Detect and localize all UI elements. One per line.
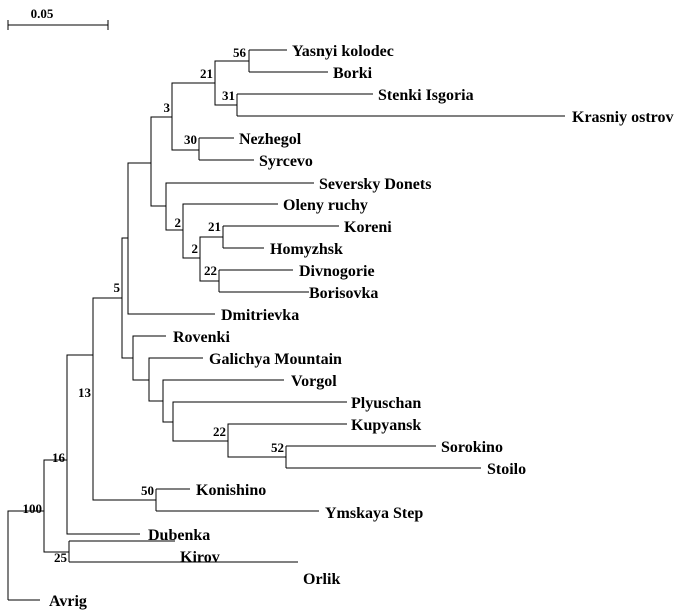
branch-node-2-inner <box>182 203 278 259</box>
bootstrap-22: 22 <box>204 263 217 278</box>
branch-dmitrievka-node <box>127 162 215 315</box>
bootstrap-25: 25 <box>54 550 68 565</box>
bootstrap-22b: 22 <box>213 424 226 439</box>
branch-node-52 <box>285 445 481 469</box>
branch-node-3 <box>171 82 215 151</box>
branch-upper-group <box>150 116 172 207</box>
taxon-label: Kupyansk <box>351 417 421 434</box>
branch-node-21 <box>214 60 249 106</box>
taxon-label: Plyuschan <box>351 395 421 412</box>
bootstrap-52: 52 <box>271 440 284 455</box>
bootstrap-16: 16 <box>52 450 66 465</box>
taxon-label: Koreni <box>344 219 392 236</box>
bootstrap-30: 30 <box>184 132 197 147</box>
taxon-label: Konishino <box>196 482 266 499</box>
branch-node-13 <box>92 297 156 501</box>
branch-galichya-node <box>148 357 203 402</box>
branch-node-50 <box>155 488 319 512</box>
bootstrap-21: 21 <box>200 66 213 81</box>
bootstrap-100: 100 <box>23 501 43 516</box>
taxon-label: Nezhegol <box>239 131 302 148</box>
taxon-label: Avrig <box>49 593 87 610</box>
bootstrap-13: 13 <box>78 385 92 400</box>
taxon-label: Sorokino <box>441 439 503 456</box>
scale-bar-label: 0.05 <box>31 6 54 21</box>
branch-node-25 <box>67 540 298 563</box>
taxon-label: Dmitrievka <box>221 307 299 324</box>
branch-node-5 <box>121 237 133 359</box>
branch-rovenki-node <box>132 335 166 381</box>
bootstrap-2-outer: 2 <box>175 215 182 230</box>
taxon-label: Galichya Mountain <box>209 351 342 368</box>
bootstrap-3: 3 <box>164 100 171 115</box>
bootstrap-labels: 56 21 31 3 30 2 21 2 22 5 22 52 13 50 16… <box>23 45 285 565</box>
taxon-label: Homyzhsk <box>270 241 343 258</box>
taxon-label: Kirov <box>180 549 220 566</box>
bootstrap-50: 50 <box>141 483 154 498</box>
bootstrap-5: 5 <box>114 280 121 295</box>
taxon-label: Seversky Donets <box>319 176 431 193</box>
bootstrap-31: 31 <box>222 88 235 103</box>
branch-node-22 <box>218 269 309 293</box>
taxon-label: Ymskaya Step <box>325 505 423 522</box>
branch-node-2-outer <box>165 182 314 231</box>
taxon-label: Syrcevo <box>259 153 313 170</box>
branches <box>7 49 565 601</box>
taxon-label: Rovenki <box>173 329 230 346</box>
taxon-label: Stenki Isgoria <box>378 87 474 104</box>
taxon-label: Vorgol <box>291 373 337 390</box>
bootstrap-56: 56 <box>233 45 247 60</box>
taxa-labels: Yasnyi kolodec Borki Stenki Isgoria Kras… <box>49 43 673 610</box>
branch-node-22b <box>227 423 347 458</box>
taxon-label: Dubenka <box>148 527 210 544</box>
branch-root <box>7 510 44 601</box>
branch-vorgol-node <box>162 379 284 423</box>
taxon-label: Borisovka <box>309 285 378 302</box>
bootstrap-21b: 21 <box>208 219 221 234</box>
branch-koreni-divno-node <box>199 236 223 282</box>
branch-node-56 <box>248 49 328 73</box>
branch-node-30 <box>198 137 254 161</box>
branch-node-21b <box>222 225 339 249</box>
taxon-label: Yasnyi kolodec <box>292 43 394 60</box>
taxon-label: Krasniy ostrov <box>572 109 673 126</box>
bootstrap-2-inner: 2 <box>192 241 199 256</box>
taxon-label: Stoilo <box>487 461 526 478</box>
taxon-label: Oleny ruchy <box>283 197 368 214</box>
branch-plyuschan-node <box>172 401 347 442</box>
scale-bar: 0.05 <box>7 6 109 30</box>
taxon-label: Orlik <box>303 571 340 588</box>
branch-node-16 <box>66 354 140 535</box>
taxon-label: Borki <box>333 65 373 82</box>
taxon-label: Divnogorie <box>299 263 375 280</box>
branch-node-100 <box>43 459 67 553</box>
branch-node-31 <box>236 93 565 117</box>
